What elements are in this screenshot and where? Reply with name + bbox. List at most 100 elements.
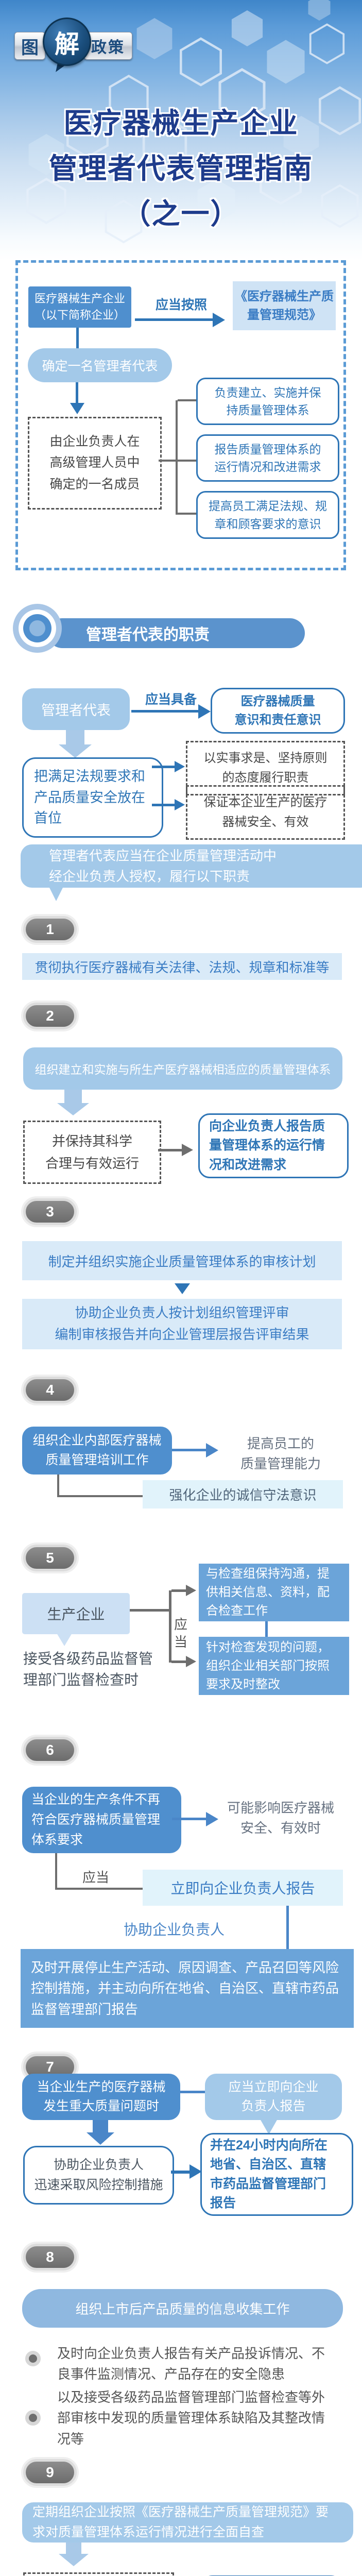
step-badge-6: 6 bbox=[23, 1737, 77, 1764]
logo-right-text: 政策 bbox=[91, 39, 125, 56]
connector-line bbox=[286, 1906, 289, 1950]
duties-section-header: 管理者代表的职责 bbox=[47, 618, 305, 648]
s5-below-text: 接受各级药品监督管 理部门监督检查时 bbox=[23, 1651, 153, 1688]
step-badge-5: 5 bbox=[23, 1545, 77, 1571]
logo-left-text: 图 bbox=[21, 38, 39, 58]
connector-line bbox=[171, 1589, 187, 1592]
step-badge-3: 3 bbox=[23, 1198, 77, 1225]
connector-line bbox=[180, 2091, 205, 2093]
s5-producer-bubble: 生产企业 bbox=[22, 1593, 130, 1634]
authorize-banner: 管理者代表应当在企业质量管理活动中 经企业负责人授权，履行以下职责 bbox=[21, 844, 362, 888]
s4-box: 组织企业内部医疗器械 质量管理培训工作 bbox=[22, 1427, 172, 1475]
duties-section-title: 管理者代表的职责 bbox=[86, 626, 210, 643]
s6-bigbox: 及时开展停止生产活动、原因调查、产品召回等风险 控制措施，并主动向所在地省、自治… bbox=[21, 1949, 354, 2028]
awareness-box: 医疗器械质量 意识和责任意识 bbox=[211, 688, 345, 734]
step-badge-8: 8 bbox=[23, 2244, 77, 2270]
policy-logo: 图 政策 解 bbox=[10, 15, 139, 74]
logo-mid-text: 解 bbox=[54, 31, 79, 58]
s8-box: 组织上市后产品质量的信息收集工作 bbox=[22, 2289, 343, 2328]
bracket-line bbox=[176, 400, 178, 515]
s2-dashed-box: 并保持其科学 合理与有效运行 bbox=[23, 1121, 161, 1184]
rep-duty-box: 负责建立、实施并保 持质量管理体系 bbox=[196, 378, 339, 425]
enterprise-box: 医疗器械生产企业 （以下简称企业） bbox=[28, 286, 131, 328]
arrow-head-down bbox=[70, 403, 84, 414]
bubble-tail bbox=[57, 1633, 72, 1646]
arrow-head-gray bbox=[186, 1585, 196, 1596]
elbow-line bbox=[57, 1495, 143, 1497]
thick-arrow-head bbox=[87, 2132, 114, 2145]
thick-arrow-head bbox=[59, 2554, 89, 2566]
bracket-line bbox=[159, 460, 196, 462]
step-badge-1: 1 bbox=[23, 916, 77, 943]
bracket-line bbox=[178, 513, 196, 515]
connector-line bbox=[265, 1621, 268, 1637]
s4-result-text: 提高员工的 质量管理能力 bbox=[240, 1436, 321, 1471]
connector-line bbox=[172, 1449, 207, 1451]
thick-arrow-shaft bbox=[64, 1090, 82, 1103]
s7-box-bl: 协助企业负责人 迅速采取风险控制措施 bbox=[23, 2146, 174, 2205]
target-bullet-icon bbox=[13, 604, 62, 653]
page-title: 医疗器械生产企业 管理者代表管理指南 （之一） bbox=[48, 107, 313, 230]
thick-arrow-head bbox=[57, 1103, 89, 1115]
connector-line bbox=[171, 2171, 191, 2174]
s9-dashed-box: 并于每年年底前向所在 地省、自治区、直辖市 药品监督管理部门 bbox=[23, 2572, 174, 2576]
connector-line bbox=[152, 804, 176, 806]
s4-strip: 强化企业的诚信守法意识 bbox=[143, 1480, 343, 1509]
arrow-head bbox=[175, 799, 185, 810]
s5-box2: 针对检查发现的问题， 组织企业相关部门按照 要求及时整改 bbox=[199, 1637, 349, 1695]
connector-line bbox=[130, 1609, 171, 1612]
connector-line bbox=[76, 382, 78, 403]
principle-dashed-box: 以实事求是、坚持原则 的态度履行职责 bbox=[186, 741, 345, 795]
member-dotted-box: 由企业负责人在 高级管理人员中 确定的一名成员 bbox=[28, 417, 162, 510]
header-banner: 图 政策 解 医疗器械生产企业 管理者代表管理指南 （之一） bbox=[0, 0, 362, 260]
priority-box: 把满足法规要求和 产品质量安全放在 首位 bbox=[22, 757, 163, 838]
s2-result-box: 向企业负责人报告质 量管理体系的运行情 况和改进需求 bbox=[198, 1113, 349, 1178]
connector-line bbox=[76, 328, 79, 348]
intro-dashed-container bbox=[15, 260, 346, 570]
thick-arrow-shaft bbox=[66, 2543, 81, 2554]
arrow-head-gray bbox=[186, 1656, 196, 1667]
arrow-head bbox=[189, 2164, 202, 2179]
connector-line bbox=[172, 1818, 207, 1820]
manager-rep-box: 管理者代表 bbox=[22, 688, 130, 730]
bullet-icon bbox=[25, 2410, 41, 2426]
safety-dashed-box: 保证本企业生产的医疗 器械安全、有效 bbox=[186, 785, 345, 840]
arrow-head bbox=[206, 1812, 218, 1826]
gmp-standard-box: 《医疗器械生产质 量管理规范》 bbox=[233, 281, 336, 330]
s8-bullet1-text: 及时向企业负责人报告有关产品投诉情况、不 良事件监测情况、产品存在的安全隐患 bbox=[57, 2346, 325, 2382]
rep-duty-box: 提高员工满足法规、规 章和顾客要求的意识 bbox=[196, 491, 339, 539]
bullet-icon bbox=[25, 2351, 41, 2366]
elbow-line bbox=[55, 1853, 57, 1890]
arrow-label-follow: 应当按照 bbox=[155, 298, 207, 312]
connector-line bbox=[169, 1590, 171, 1663]
connector-line bbox=[152, 766, 176, 768]
triangle-down-icon bbox=[175, 1283, 190, 1294]
appoint-rep-box: 确定一名管理者代表 bbox=[28, 348, 172, 382]
s6-assist-text: 协助企业负责人 bbox=[124, 1922, 225, 1938]
s5-should-label: 应当 bbox=[174, 1617, 188, 1650]
step-badge-9: 9 bbox=[23, 2459, 77, 2486]
s1-strip: 贯彻执行医疗器械有关法律、法规、规章和标准等 bbox=[22, 953, 342, 980]
arrow-head-gray bbox=[182, 1144, 193, 1156]
s6-box: 当企业的生产条件不再 符合医疗器械质量管理 体系要求 bbox=[22, 1787, 181, 1853]
hexagon-pattern-decoration bbox=[26, 0, 361, 244]
rep-duty-box: 报告质量管理体系的 运行情况和改进需求 bbox=[196, 434, 339, 482]
s8-bullet2-text: 以及接受各级药品监督管理部门监督检查等外 部审核中发现的质量管理体系缺陷及其整改… bbox=[57, 2389, 325, 2447]
connector-line bbox=[171, 1660, 187, 1663]
connector-line bbox=[158, 1149, 183, 1151]
logo-left-plate: 图 bbox=[14, 32, 45, 60]
connector-line bbox=[135, 318, 214, 321]
banner-tail bbox=[49, 887, 63, 901]
arrow-head bbox=[206, 1443, 218, 1458]
s9-box: 定期组织企业按照《医疗器械生产质量管理规范》要 求对质量管理体系运行情况进行全面… bbox=[22, 2502, 353, 2543]
s7-box-tr: 应当立即向企业 负责人报告 bbox=[205, 2074, 342, 2120]
arrow-head bbox=[175, 761, 185, 772]
s5-box1: 与检查组保持沟通，提 供相关信息、资料，配 合检查工作 bbox=[199, 1564, 349, 1621]
s7-box-br: 并在24小时内向所在 地省、自治区、直辖 市药品监督管理部门 报告 bbox=[200, 2133, 353, 2216]
s2-box: 组织建立和实施与所生产医疗器械相适应的质量管理体系 bbox=[23, 1047, 342, 1090]
s7-box-tl: 当企业生产的医疗器械 发生重大质量问题时 bbox=[22, 2074, 180, 2120]
logo-right-plate: 政策 bbox=[84, 32, 132, 60]
elbow-line bbox=[57, 1475, 59, 1497]
s3-strip2: 协助企业负责人按计划组织管理评审 编制审核报告并向企业管理层报告评审结果 bbox=[22, 1299, 342, 1349]
